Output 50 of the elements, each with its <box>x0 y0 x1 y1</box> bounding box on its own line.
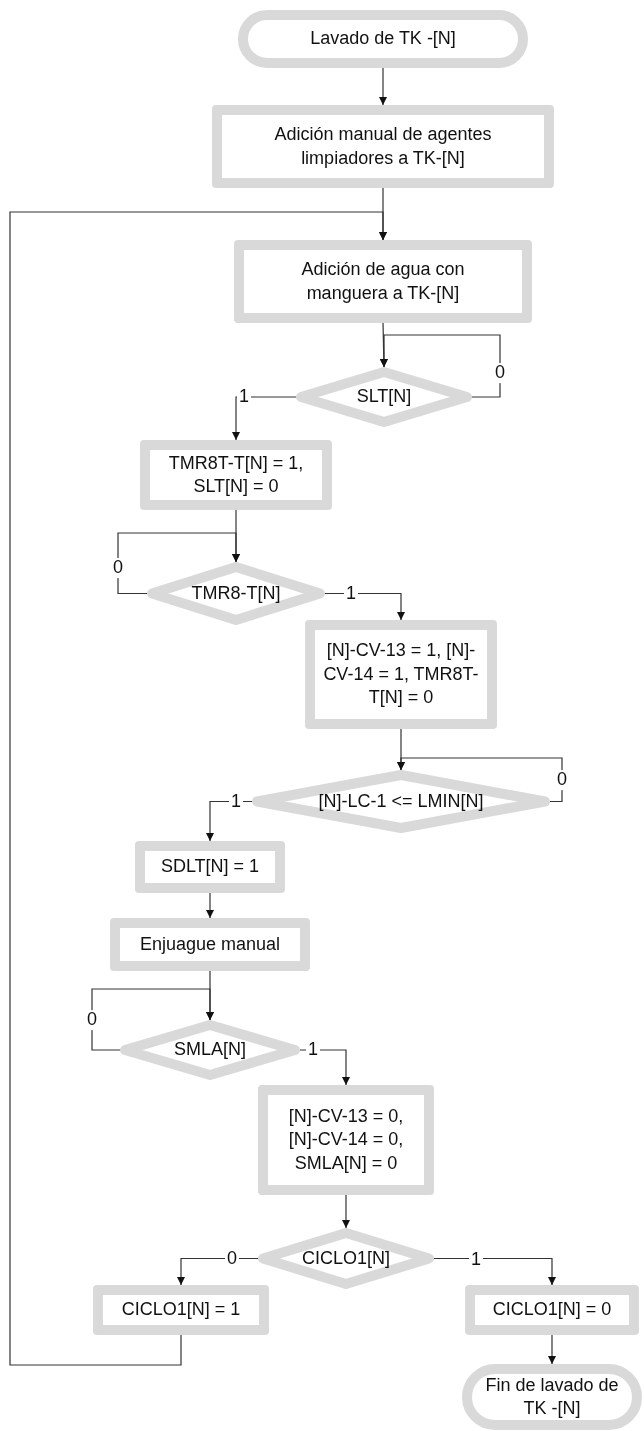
arrow <box>232 396 297 441</box>
process-box <box>110 918 310 971</box>
arrow <box>299 1049 350 1086</box>
node-text: SMLA[N] <box>174 1038 246 1062</box>
arrow <box>117 532 240 595</box>
process-box <box>212 105 554 188</box>
node-text: Adición manual de agentes limpiadores a TK-[N] <box>273 123 493 170</box>
arrow <box>379 67 387 106</box>
process-box <box>465 1285 639 1335</box>
node-text: [N]-LC-1 <= LMIN[N] <box>318 789 484 813</box>
node-text: CICLO1[N] <box>302 1246 390 1270</box>
edge-label: 0 <box>493 363 507 383</box>
arrow <box>380 334 501 398</box>
decision-diamond <box>252 770 550 833</box>
process-box <box>93 1285 269 1335</box>
arrow <box>397 757 563 803</box>
decision-diamond <box>258 1228 434 1289</box>
node-text: CICLO1[N] = 1 <box>121 1298 241 1322</box>
arrow <box>324 592 405 621</box>
process-box <box>234 240 532 323</box>
process-box <box>135 841 285 893</box>
decision-diamond <box>120 1020 300 1080</box>
node-text: [N]-CV-13 = 1, [N]-CV-14 = 1, TMR8T-T[N] = 0 <box>323 639 479 710</box>
edge-label: 0 <box>111 558 125 578</box>
arrow <box>9 211 387 1366</box>
arrow <box>177 1257 259 1286</box>
arrow <box>433 1257 556 1286</box>
decision-diamond <box>147 562 325 625</box>
node-text: SLT[N] <box>356 385 412 409</box>
arrow <box>206 800 253 842</box>
decision-diamond <box>296 367 472 427</box>
process-box <box>258 1085 434 1195</box>
node-text: TMR8T-T[N] = 1, SLT[N] = 0 <box>167 451 305 498</box>
node-text: Lavado de TK -[N] <box>310 27 456 51</box>
process-box <box>140 440 332 510</box>
node-text: Adición de agua con manguera a TK-[N] <box>300 258 466 305</box>
node-text: Enjuague manual <box>139 932 281 956</box>
node-text: Fin de lavado de TK -[N] <box>484 1373 620 1420</box>
arrow <box>548 1334 556 1365</box>
node-text: [N]-CV-13 = 0, [N]-CV-14 = 0, SMLA[N] = 0 <box>287 1104 405 1175</box>
node-text: TMR8-T[N] <box>191 581 281 605</box>
edge-label: 0 <box>85 1010 99 1030</box>
arrow <box>342 1194 350 1229</box>
process-box <box>305 620 497 729</box>
arrow <box>91 988 214 1051</box>
edge-label: 0 <box>555 770 569 790</box>
terminal-box <box>238 10 528 68</box>
node-text: CICLO1[N] = 0 <box>492 1298 612 1322</box>
arrow <box>206 892 214 919</box>
node-text: SDLT[N] = 1 <box>160 855 260 879</box>
